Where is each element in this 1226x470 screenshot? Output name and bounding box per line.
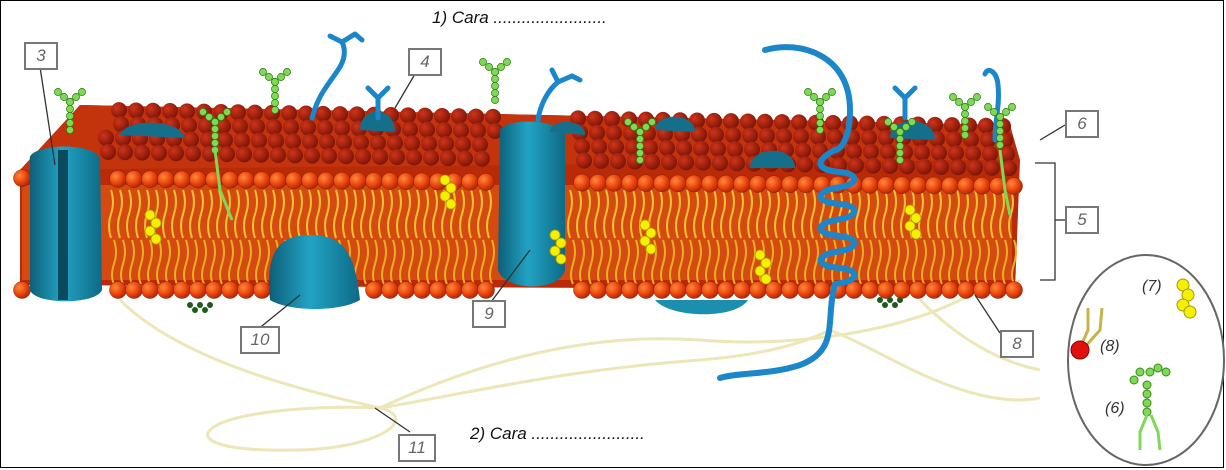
label-box-5: 5 xyxy=(1065,206,1099,234)
label-box-6: 6 xyxy=(1065,110,1099,138)
legend-label-7: (7) xyxy=(1142,278,1162,296)
top-face-text: 1) Cara xyxy=(432,8,489,27)
integral-protein xyxy=(498,122,565,287)
top-face-label: 1) Cara ........................ xyxy=(432,8,607,28)
bottom-face-blank: ........................ xyxy=(531,424,644,443)
label-box-8: 8 xyxy=(1000,330,1034,358)
label-box-11: 11 xyxy=(398,434,436,462)
label-box-4: 4 xyxy=(408,48,442,76)
legend-label-8: (8) xyxy=(1100,338,1120,356)
top-face-blank: ........................ xyxy=(493,8,606,27)
peripheral-protein-bottom xyxy=(655,300,748,314)
label-box-3: 3 xyxy=(24,42,58,70)
bottom-face-label: 2) Cara ........................ xyxy=(470,424,645,444)
legend-label-6: (6) xyxy=(1105,400,1125,418)
label-box-9: 9 xyxy=(472,300,506,328)
label-box-10: 10 xyxy=(240,326,280,354)
bottom-face-text: 2) Cara xyxy=(470,424,527,443)
channel-pore xyxy=(58,150,68,300)
